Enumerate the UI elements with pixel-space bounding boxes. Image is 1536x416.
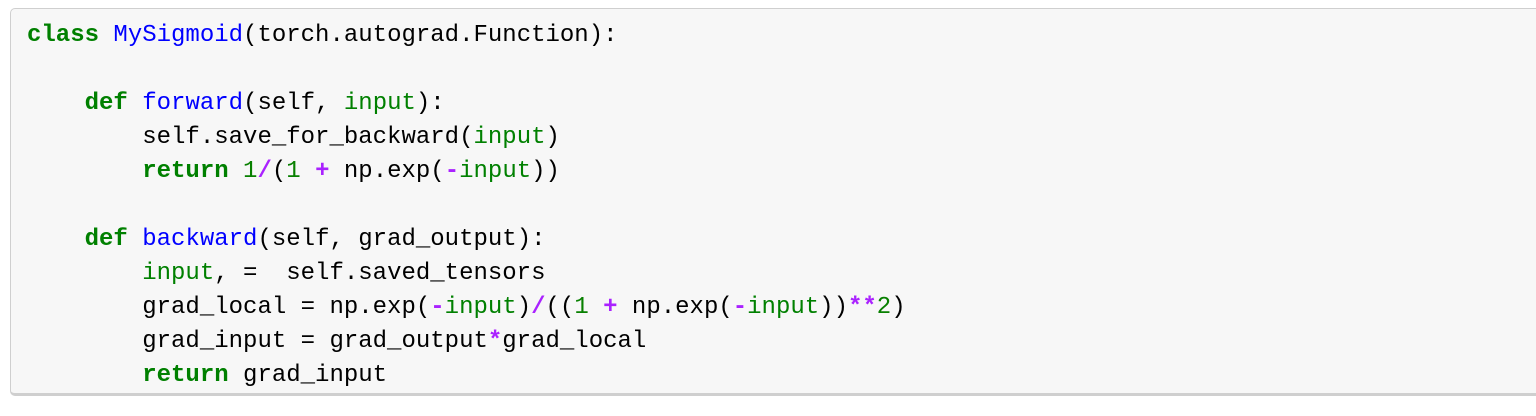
code-token: (torch.autograd.Function): [243, 22, 618, 49]
code-token: ) [516, 294, 532, 321]
code-token: 1 [286, 158, 301, 185]
code-token: np.exp( [617, 294, 733, 321]
code-token: , = self.saved_tensors [214, 260, 546, 287]
code-token: (( [545, 294, 575, 321]
code-token: input [747, 294, 820, 321]
code-line: self.save_for_backward(input) [27, 121, 1533, 155]
code-line: def backward(self, grad_output): [27, 223, 1533, 257]
code-token [589, 294, 603, 321]
code-token [229, 158, 243, 185]
code-token: - [430, 294, 445, 321]
code-token: ( [271, 158, 287, 185]
code-token: input [473, 124, 546, 151]
code-token: / [531, 294, 546, 321]
code-cell[interactable]: class MySigmoid(torch.autograd.Function)… [10, 8, 1536, 396]
code-line: grad_local = np.exp(-input)/((1 + np.exp… [27, 291, 1533, 325]
code-token: forward [142, 90, 244, 117]
code-token [27, 226, 85, 253]
code-token [27, 158, 142, 185]
code-token: def [84, 226, 128, 253]
code-token: ): [415, 90, 445, 117]
code-token: input [343, 90, 416, 117]
code-line [27, 53, 1533, 87]
code-token: return [142, 158, 229, 185]
code-token: grad_input [228, 362, 388, 389]
code-token: backward [142, 226, 258, 253]
code-token: 1 [574, 294, 589, 321]
code-line [27, 189, 1533, 223]
code-token: 2 [876, 294, 892, 321]
code-token [99, 22, 113, 49]
code-token [27, 90, 85, 117]
code-line: def forward(self, input): [27, 87, 1533, 121]
code-token: 1 [243, 158, 258, 185]
code-line: return grad_input [27, 359, 1533, 393]
code-token: + [315, 158, 330, 185]
code-token [128, 90, 142, 117]
code-line: return 1/(1 + np.exp(-input)) [27, 155, 1533, 189]
code-token: grad_local [502, 328, 647, 355]
code-token: / [257, 158, 272, 185]
code-line: grad_input = grad_output*grad_local [27, 325, 1533, 359]
code-token: )) [819, 294, 848, 321]
code-token: )) [531, 158, 560, 185]
code-token [301, 158, 315, 185]
code-line: class MySigmoid(torch.autograd.Function)… [27, 19, 1533, 53]
code-token: input [459, 158, 532, 185]
code-token: - [732, 294, 748, 321]
code-token: class [27, 22, 100, 49]
code-token: grad_input = grad_output [27, 328, 488, 355]
code-token: self.save_for_backward( [27, 124, 474, 151]
code-token: grad_local = np.exp( [27, 294, 431, 321]
code-token: MySigmoid [113, 22, 244, 49]
code-token: (self, grad_output): [257, 226, 546, 253]
code-token: np.exp( [329, 158, 445, 185]
code-line: input, = self.saved_tensors [27, 257, 1533, 291]
code-token: ** [847, 294, 877, 321]
code-token [27, 362, 142, 389]
code-token: input [142, 260, 215, 287]
code-token: - [444, 158, 460, 185]
code-token [27, 260, 142, 287]
code-token [128, 226, 142, 253]
code-token: input [444, 294, 517, 321]
code-editor[interactable]: class MySigmoid(torch.autograd.Function)… [11, 9, 1536, 401]
code-token: ) [545, 124, 560, 151]
code-token: (self, [243, 90, 344, 117]
code-token: return [142, 362, 229, 389]
code-token: def [84, 90, 128, 117]
code-token: + [603, 294, 618, 321]
code-token: ) [891, 294, 906, 321]
code-token: * [487, 328, 503, 355]
